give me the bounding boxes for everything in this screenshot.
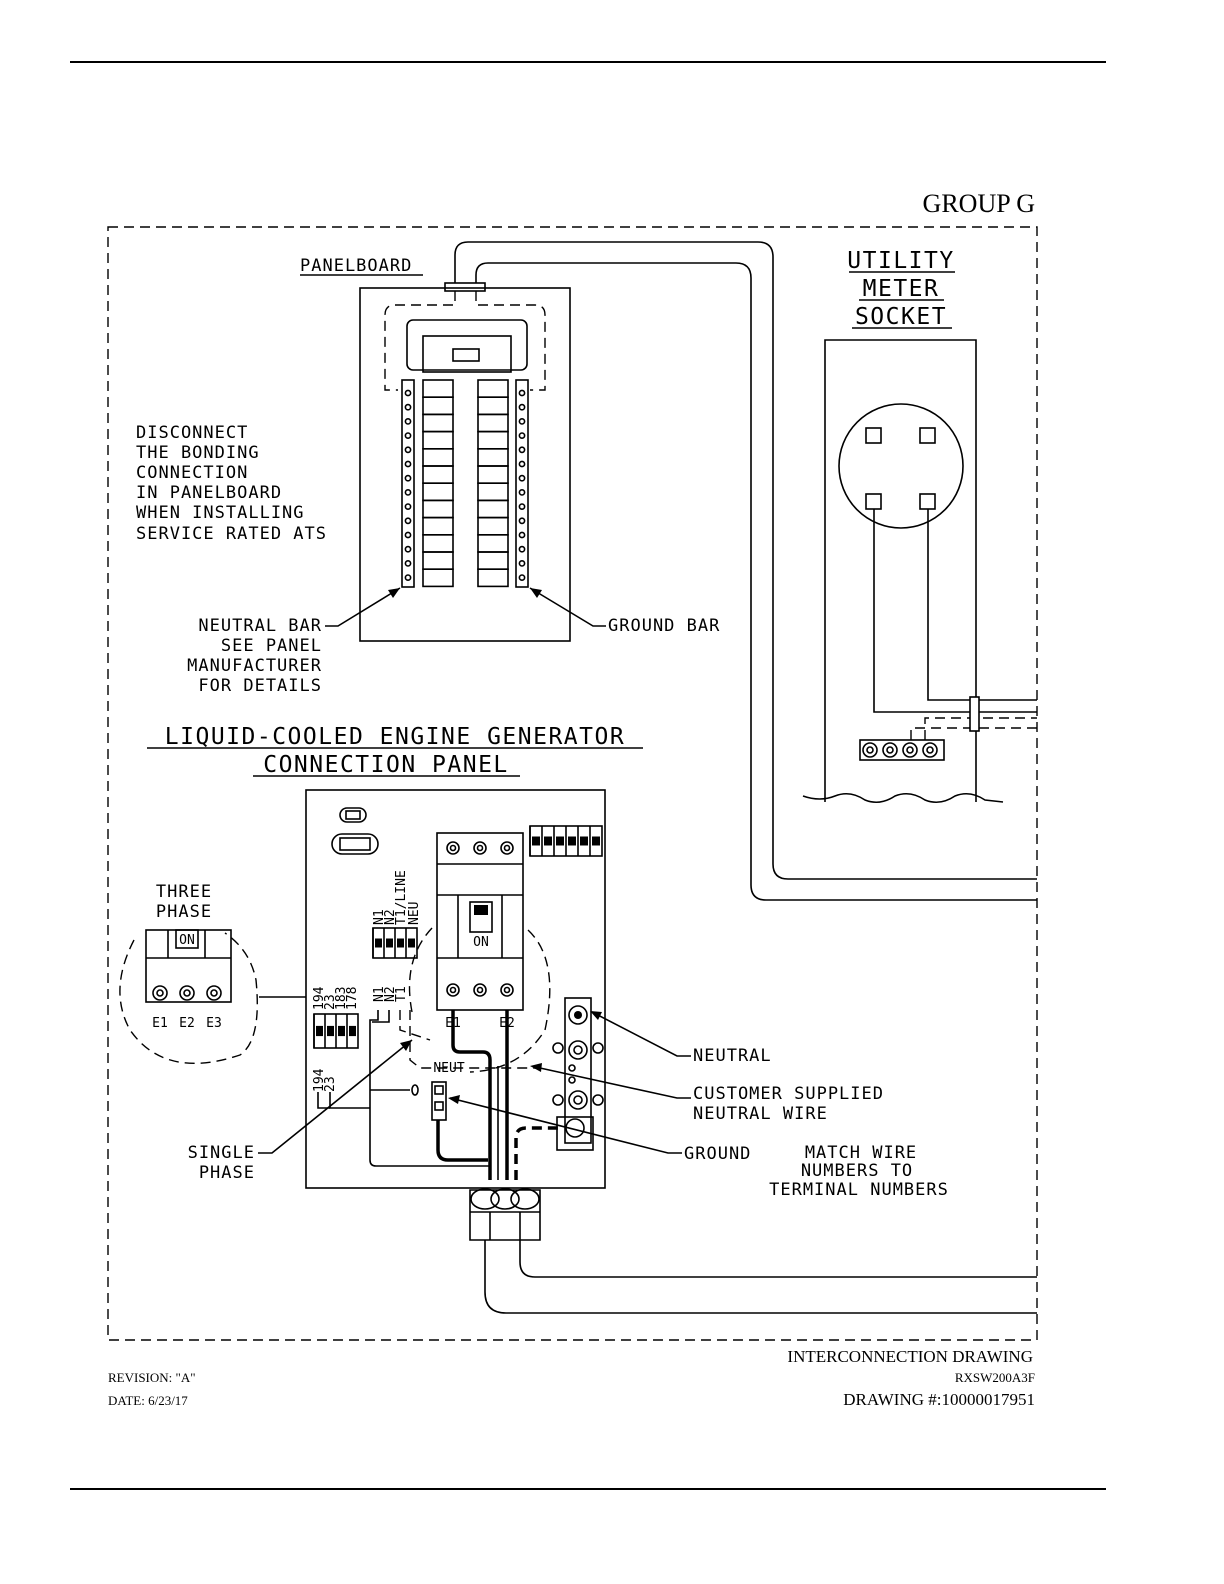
svg-text:N2: N2 bbox=[383, 909, 398, 925]
neutral-bar bbox=[401, 379, 415, 588]
ground-bar bbox=[515, 379, 529, 588]
three-phase-detail: THREE PHASE ON E1 E2 E3 bbox=[119, 882, 306, 1065]
svg-text:FOR DETAILS: FOR DETAILS bbox=[198, 676, 322, 696]
match-wire-note: MATCH WIRE NUMBERS TO TERMINAL NUMBERS bbox=[769, 1143, 949, 1200]
svg-text:N1: N1 bbox=[372, 986, 387, 1002]
panelboard-title: PANELBOARD bbox=[300, 256, 412, 276]
conduit-bottom bbox=[484, 1240, 1037, 1314]
svg-text:NEUTRAL WIRE: NEUTRAL WIRE bbox=[693, 1104, 828, 1124]
svg-text:INTERCONNECTION DRAWING: INTERCONNECTION DRAWING bbox=[787, 1347, 1033, 1366]
svg-text:SOCKET: SOCKET bbox=[855, 304, 947, 330]
svg-text:N1: N1 bbox=[372, 909, 387, 925]
svg-text:NEUTRAL BAR: NEUTRAL BAR bbox=[198, 616, 322, 636]
svg-text:SINGLE: SINGLE bbox=[188, 1143, 255, 1163]
svg-text:SEE PANEL: SEE PANEL bbox=[221, 636, 322, 656]
svg-text:SERVICE RATED ATS: SERVICE RATED ATS bbox=[136, 524, 327, 544]
cable-gland bbox=[469, 1188, 541, 1241]
svg-text:NUMBERS TO: NUMBERS TO bbox=[801, 1161, 913, 1181]
svg-text:194: 194 bbox=[312, 1068, 327, 1092]
neutral-bar-label: NEUTRAL BAR SEE PANEL MANUFACTURER FOR D… bbox=[187, 587, 401, 696]
svg-text:PHASE: PHASE bbox=[156, 902, 212, 922]
svg-text:T1: T1 bbox=[394, 986, 409, 1002]
svg-text:CUSTOMER SUPPLIED: CUSTOMER SUPPLIED bbox=[693, 1084, 884, 1104]
svg-text:178: 178 bbox=[345, 987, 360, 1010]
svg-text:E2: E2 bbox=[179, 1016, 195, 1031]
svg-text:GROUND: GROUND bbox=[684, 1144, 751, 1164]
svg-text:23: 23 bbox=[323, 1076, 338, 1092]
svg-text:UTILITY: UTILITY bbox=[847, 248, 954, 274]
svg-text:MATCH WIRE: MATCH WIRE bbox=[805, 1143, 917, 1163]
dashed-boundary bbox=[107, 226, 1038, 1341]
svg-text:LIQUID-COOLED ENGINE GENERATOR: LIQUID-COOLED ENGINE GENERATOR bbox=[165, 724, 625, 750]
svg-text:ON: ON bbox=[473, 935, 489, 950]
svg-text:NEU: NEU bbox=[407, 902, 422, 925]
svg-text:T1/LINE: T1/LINE bbox=[394, 870, 409, 925]
utility-meter-socket: UTILITY METER SOCKET bbox=[802, 248, 1037, 804]
svg-text:194: 194 bbox=[312, 986, 327, 1010]
group-label: GROUP G bbox=[923, 189, 1035, 218]
svg-text:E1: E1 bbox=[152, 1016, 168, 1031]
conduit-top bbox=[444, 241, 1037, 901]
panelboard: PANELBOARD bbox=[300, 256, 571, 642]
neutral-callout: NEUTRAL bbox=[590, 1011, 772, 1066]
svg-text:THREE: THREE bbox=[156, 882, 212, 902]
generator-connection-panel: LIQUID-COOLED ENGINE GENERATOR CONNECTIO… bbox=[147, 724, 643, 1189]
customer-neutral-callout: CUSTOMER SUPPLIED NEUTRAL WIRE bbox=[530, 1063, 884, 1124]
svg-text:23: 23 bbox=[323, 994, 338, 1010]
svg-text:ON: ON bbox=[179, 933, 195, 948]
ground-callout: GROUND bbox=[448, 1095, 751, 1164]
title-block: INTERCONNECTION DRAWING RXSW200A3F DRAWI… bbox=[108, 1347, 1035, 1409]
svg-text:N2: N2 bbox=[383, 986, 398, 1002]
svg-text:RXSW200A3F: RXSW200A3F bbox=[955, 1370, 1035, 1385]
svg-text:NEUTRAL: NEUTRAL bbox=[693, 1046, 772, 1066]
svg-text:DRAWING #:10000017951: DRAWING #:10000017951 bbox=[843, 1390, 1035, 1409]
svg-text:NEUT: NEUT bbox=[433, 1061, 464, 1076]
svg-text:THE BONDING: THE BONDING bbox=[136, 443, 260, 463]
svg-text:DISCONNECT: DISCONNECT bbox=[136, 423, 248, 443]
svg-text:GROUND BAR: GROUND BAR bbox=[608, 616, 720, 636]
svg-text:MANUFACTURER: MANUFACTURER bbox=[187, 656, 322, 676]
svg-text:CONNECTION: CONNECTION bbox=[136, 463, 248, 483]
ground-bar-label: GROUND BAR bbox=[529, 587, 720, 636]
svg-text:WHEN INSTALLING: WHEN INSTALLING bbox=[136, 503, 305, 523]
svg-text:E3: E3 bbox=[206, 1016, 222, 1031]
svg-text:TERMINAL NUMBERS: TERMINAL NUMBERS bbox=[769, 1180, 949, 1200]
svg-text:IN PANELBOARD: IN PANELBOARD bbox=[136, 483, 282, 503]
svg-text:METER: METER bbox=[863, 276, 940, 302]
svg-text:DATE: 6/23/17: DATE: 6/23/17 bbox=[108, 1393, 188, 1408]
neutral-ground-bar bbox=[552, 997, 604, 1151]
svg-text:183: 183 bbox=[334, 987, 349, 1010]
svg-text:PHASE: PHASE bbox=[199, 1163, 255, 1183]
single-phase-label: SINGLE PHASE bbox=[188, 1039, 413, 1183]
bonding-note: DISCONNECT THE BONDING CONNECTION IN PAN… bbox=[136, 423, 327, 544]
svg-text:REVISION: "A": REVISION: "A" bbox=[108, 1370, 196, 1385]
svg-text:CONNECTION PANEL: CONNECTION PANEL bbox=[263, 752, 509, 778]
